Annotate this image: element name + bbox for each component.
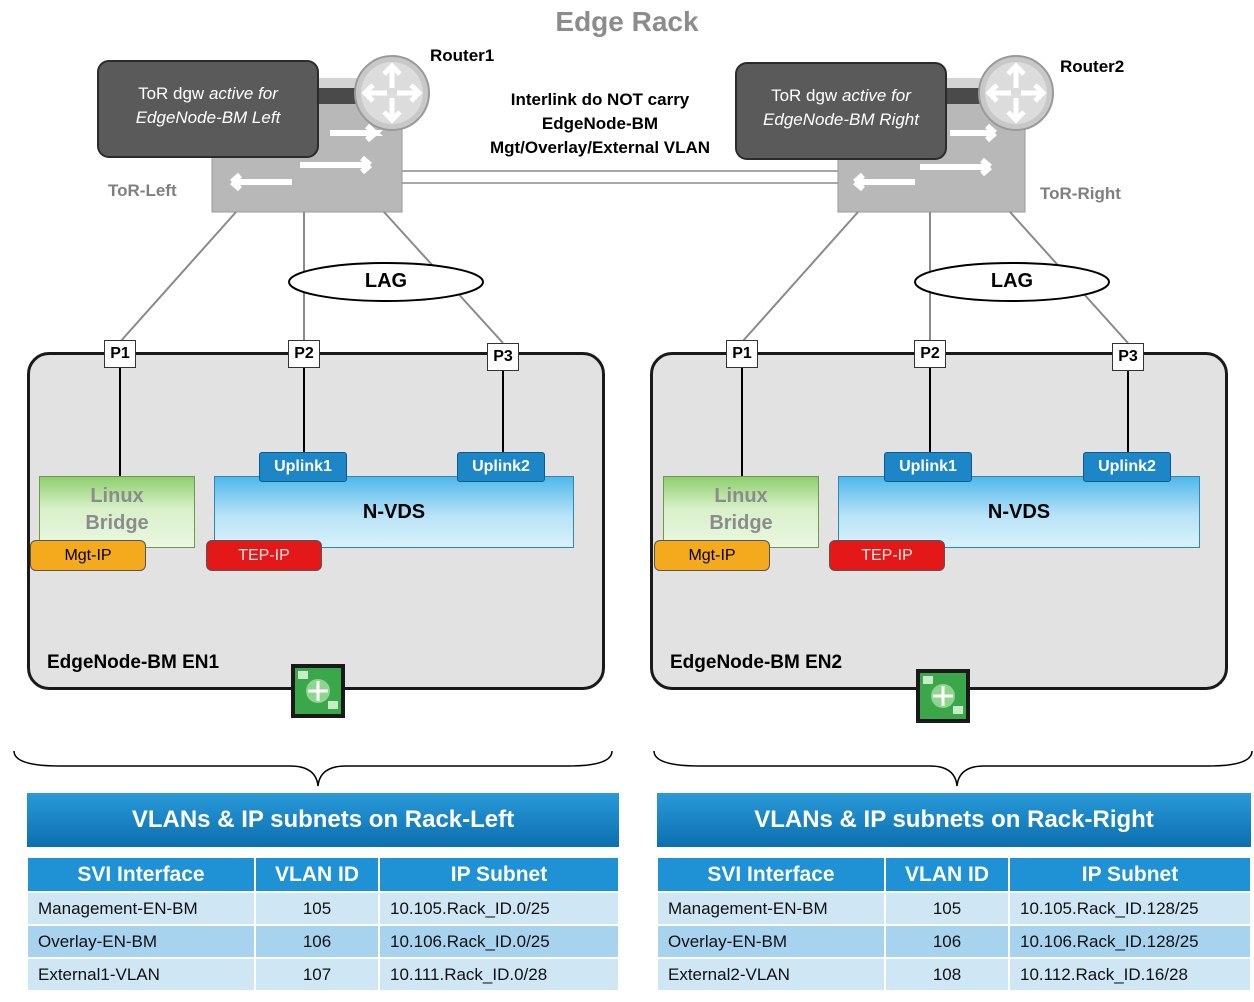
right-mgt-ip: Mgt-IP xyxy=(654,540,770,571)
router1-label: Router1 xyxy=(430,46,495,65)
right-col-subnet: IP Subnet xyxy=(1008,856,1252,893)
table-row: Overlay-EN-BM 106 10.106.Rack_ID.128/25 xyxy=(656,924,1252,959)
table-row: External2-VLAN 108 10.112.Rack_ID.16/28 xyxy=(656,957,1252,992)
interlink-note: Interlink do NOT carry EdgeNode-BM Mgt/O… xyxy=(430,88,770,160)
right-brace xyxy=(653,750,1253,787)
left-bridge-line-2: Bridge xyxy=(85,512,149,534)
dgw-left-box: ToR dgw active for EdgeNode-BM Left xyxy=(97,60,319,158)
left-r2-svi: External1-VLAN xyxy=(26,957,256,992)
interlink-line-3: Mgt/Overlay/External VLAN xyxy=(489,138,711,157)
right-tep-ip: TEP-IP xyxy=(829,540,945,571)
interlink-line-1: Interlink do NOT carry xyxy=(510,90,690,109)
edge-node-right-icon xyxy=(916,669,970,723)
right-uplink2: Uplink2 xyxy=(1083,452,1171,482)
left-r0-vlan: 105 xyxy=(254,891,380,926)
left-r1-vlan: 106 xyxy=(254,924,380,959)
right-r0-vlan: 105 xyxy=(884,891,1010,926)
lag-left-label: LAG xyxy=(364,270,408,292)
left-tep-ip: TEP-IP xyxy=(206,540,322,571)
table-row: Management-EN-BM 105 10.105.Rack_ID.0/25 xyxy=(26,891,620,926)
right-node-label: EdgeNode-BM EN2 xyxy=(670,652,843,673)
table-row: External1-VLAN 107 10.111.Rack_ID.0/28 xyxy=(26,957,620,992)
left-r2-subnet: 10.111.Rack_ID.0/28 xyxy=(378,957,620,992)
right-r0-subnet: 10.105.Rack_ID.128/25 xyxy=(1008,891,1252,926)
page-title: Edge Rack xyxy=(555,6,699,37)
router2-icon xyxy=(944,55,1054,131)
table-row: Overlay-EN-BM 106 10.106.Rack_ID.0/25 xyxy=(26,924,620,959)
tor-left-label: ToR-Left xyxy=(108,181,177,200)
left-col-subnet: IP Subnet xyxy=(378,856,620,893)
left-r0-svi: Management-EN-BM xyxy=(26,891,256,926)
left-port-p3: P3 xyxy=(487,343,519,371)
left-port-p2: P2 xyxy=(288,340,320,368)
left-table-header-row: SVI Interface VLAN ID IP Subnet xyxy=(26,856,620,893)
lag-right-label: LAG xyxy=(990,270,1034,292)
right-bridge-line-2: Bridge xyxy=(709,512,773,534)
left-brace xyxy=(13,750,613,787)
left-uplink1: Uplink1 xyxy=(259,452,347,482)
right-r0-svi: Management-EN-BM xyxy=(656,891,886,926)
right-table-header-row: SVI Interface VLAN ID IP Subnet xyxy=(656,856,1252,893)
left-port-p1: P1 xyxy=(104,340,136,368)
right-r1-svi: Overlay-EN-BM xyxy=(656,924,886,959)
left-uplink2: Uplink2 xyxy=(457,452,545,482)
left-vlan-table: SVI Interface VLAN ID IP Subnet Manageme… xyxy=(26,856,620,992)
right-port-p2: P2 xyxy=(914,340,946,368)
dgw-left-italic-1: active for xyxy=(208,84,278,103)
right-table-title: VLANs & IP subnets on Rack-Right xyxy=(657,793,1251,847)
right-vlan-table: SVI Interface VLAN ID IP Subnet Manageme… xyxy=(656,856,1252,992)
right-col-svi: SVI Interface xyxy=(656,856,886,893)
left-bridge-line-1: Linux xyxy=(90,485,144,507)
right-nvds: N-VDS xyxy=(838,476,1200,548)
dgw-left-prefix: ToR dgw xyxy=(138,84,209,103)
right-linux-bridge: Linux Bridge xyxy=(663,476,819,548)
right-port-p3: P3 xyxy=(1112,343,1144,371)
left-node-label: EdgeNode-BM EN1 xyxy=(47,652,220,673)
edge-node-left-icon xyxy=(291,664,345,718)
left-col-svi: SVI Interface xyxy=(26,856,256,893)
tor-right-label: ToR-Right xyxy=(1040,184,1121,203)
left-r1-subnet: 10.106.Rack_ID.0/25 xyxy=(378,924,620,959)
table-row: Management-EN-BM 105 10.105.Rack_ID.128/… xyxy=(656,891,1252,926)
left-linux-bridge: Linux Bridge xyxy=(39,476,195,548)
left-r0-subnet: 10.105.Rack_ID.0/25 xyxy=(378,891,620,926)
dgw-right-prefix: ToR dgw xyxy=(771,86,842,105)
right-r1-vlan: 106 xyxy=(884,924,1010,959)
lag-left-ellipse xyxy=(288,262,484,302)
left-r1-svi: Overlay-EN-BM xyxy=(26,924,256,959)
right-col-vlan: VLAN ID xyxy=(884,856,1010,893)
left-table-title: VLANs & IP subnets on Rack-Left xyxy=(27,793,619,847)
left-col-vlan: VLAN ID xyxy=(254,856,380,893)
left-nvds: N-VDS xyxy=(214,476,574,548)
router2-label: Router2 xyxy=(1060,57,1125,76)
right-r2-vlan: 108 xyxy=(884,957,1010,992)
right-r2-svi: External2-VLAN xyxy=(656,957,886,992)
interlink-line-2: EdgeNode-BM xyxy=(541,114,659,133)
right-uplink1: Uplink1 xyxy=(884,452,972,482)
dgw-right-italic-2: EdgeNode-BM Right xyxy=(763,110,919,129)
interlink-lines xyxy=(400,170,838,184)
dgw-right-italic-1: active for xyxy=(841,86,911,105)
left-r2-vlan: 107 xyxy=(254,957,380,992)
left-mgt-ip: Mgt-IP xyxy=(30,540,146,571)
right-port-p1: P1 xyxy=(726,340,758,368)
lag-right-ellipse xyxy=(914,262,1110,302)
dgw-right-box: ToR dgw active for EdgeNode-BM Right xyxy=(735,62,947,160)
right-r1-subnet: 10.106.Rack_ID.128/25 xyxy=(1008,924,1252,959)
right-bridge-line-1: Linux xyxy=(714,485,768,507)
router1-icon xyxy=(318,55,430,131)
right-r2-subnet: 10.112.Rack_ID.16/28 xyxy=(1008,957,1252,992)
dgw-left-italic-2: EdgeNode-BM Left xyxy=(135,108,281,127)
